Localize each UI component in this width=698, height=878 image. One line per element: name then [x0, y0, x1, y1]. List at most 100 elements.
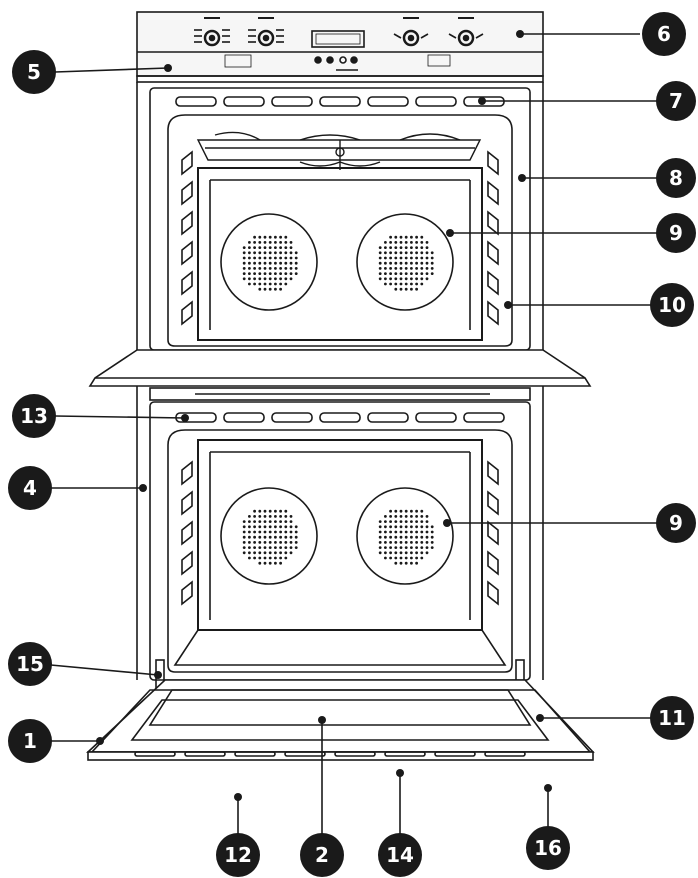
grille-hole [384, 541, 387, 544]
grille-hole [384, 546, 387, 549]
grille-hole [268, 246, 272, 250]
grille-hole [394, 525, 398, 529]
grille-hole [253, 520, 256, 523]
grille-hole [415, 551, 418, 555]
svg-text:9: 9 [669, 511, 683, 535]
lower-oven-knob-group [248, 17, 284, 47]
grille-hole [378, 256, 382, 260]
grille-hole [268, 277, 272, 281]
grille-hole [430, 530, 434, 534]
grille-hole [399, 267, 403, 270]
grille-hole [248, 556, 251, 560]
grille-hole [410, 267, 413, 270]
grille-hole [274, 261, 277, 265]
grille-hole [430, 251, 434, 255]
grille-hole [294, 546, 298, 549]
grille-hole [263, 246, 267, 250]
grille-hole [399, 256, 403, 260]
grille-hole [263, 556, 267, 560]
grille-hole [404, 525, 408, 529]
grille-hole [279, 267, 282, 270]
grille-hole [404, 541, 408, 544]
callout-1: 1 [8, 719, 52, 763]
grille-hole [410, 261, 413, 265]
grille-hole [279, 246, 282, 250]
grille-hole [394, 235, 398, 239]
leader-dots [96, 30, 552, 801]
grille-hole [294, 272, 298, 275]
grille-hole [394, 272, 398, 275]
grille-hole [404, 556, 408, 560]
grille-hole [274, 282, 277, 286]
grille-hole [394, 251, 398, 255]
grille-hole [425, 256, 429, 260]
svg-text:11: 11 [658, 706, 686, 730]
grille-hole [410, 251, 413, 255]
grille-hole [404, 272, 408, 275]
grille-hole [420, 277, 424, 281]
grille-hole [274, 525, 277, 529]
lower-right-rack-supports [487, 460, 499, 606]
grille-hole [263, 509, 267, 513]
grille-hole [258, 256, 262, 260]
callout-9-lower: 9 [656, 503, 696, 543]
grille-hole [248, 256, 251, 260]
grille-hole [389, 251, 392, 255]
grille-hole [268, 535, 272, 539]
grille-hole [274, 556, 277, 560]
grille-hole [258, 541, 262, 544]
grille-hole [420, 520, 424, 523]
grille-hole [274, 277, 277, 281]
grille-hole [294, 261, 298, 265]
grille-hole [253, 509, 256, 513]
grille-hole [389, 261, 392, 265]
grille-hole [410, 272, 413, 275]
grille-hole [420, 235, 424, 239]
grille-hole [274, 272, 277, 275]
grille-hole [253, 525, 256, 529]
grille-hole [430, 535, 434, 539]
grille-hole [289, 267, 293, 270]
grille-hole [289, 251, 293, 255]
grille-hole [410, 235, 413, 239]
grille-hole [389, 267, 392, 270]
grille-hole [399, 535, 403, 539]
callout-5: 5 [12, 50, 56, 94]
grille-hole [242, 530, 246, 534]
grille-hole [289, 546, 293, 549]
grille-hole [430, 256, 434, 260]
clock-display [311, 30, 365, 48]
grille-hole [258, 261, 262, 265]
grille-hole [384, 277, 387, 281]
grille-hole [404, 277, 408, 281]
grille-hole [378, 277, 382, 281]
grille-hole [242, 541, 246, 544]
grille-hole [378, 520, 382, 523]
control-buttons [314, 56, 358, 71]
grille-hole [384, 515, 387, 518]
grille-hole [399, 251, 403, 255]
grille-hole [430, 525, 434, 529]
grille-hole [404, 251, 408, 255]
grille-hole [242, 277, 246, 281]
grille-hole [420, 241, 424, 244]
grille-hole [384, 246, 387, 250]
grille-hole [378, 541, 382, 544]
grille-hole [420, 546, 424, 549]
grille-hole [415, 282, 418, 286]
grille-hole [274, 241, 277, 244]
grille-hole [258, 546, 262, 549]
grille-hole [404, 287, 408, 291]
grille-hole [279, 561, 282, 565]
svg-text:16: 16 [534, 836, 562, 860]
grille-hole [248, 282, 251, 286]
grille-hole [394, 551, 398, 555]
grille-hole [263, 520, 267, 523]
grille-hole [253, 546, 256, 549]
grille-hole [253, 515, 256, 518]
grille-hole [399, 556, 403, 560]
grille-hole [279, 556, 282, 560]
grille-hole [279, 541, 282, 544]
grille-hole [394, 546, 398, 549]
lower-oven-door [85, 679, 595, 761]
